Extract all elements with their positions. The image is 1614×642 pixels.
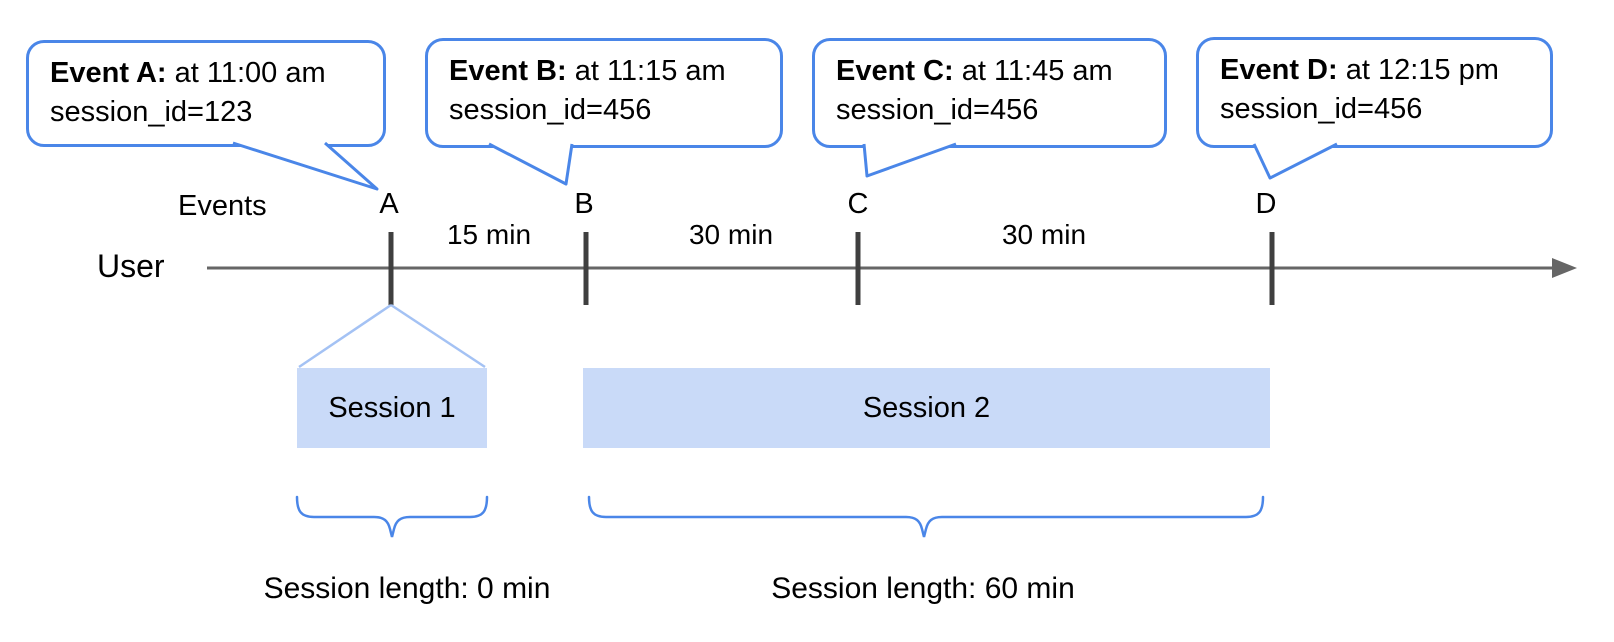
event-a-line1: Event A: at 11:00 am [50, 54, 373, 93]
event-b-line1: Event B: at 11:15 am [449, 52, 770, 91]
event-c-time: at 11:45 am [953, 55, 1113, 87]
event-b-name: Event B: [449, 55, 567, 87]
interval-b-c-label: 30 min [688, 219, 774, 250]
event-b-callout: Event B: at 11:15 am session_id=456 [425, 38, 783, 148]
user-row-label: User [97, 248, 165, 284]
event-b-session-id: session_id=456 [449, 94, 652, 126]
events-row-label: Events [178, 190, 267, 222]
event-c-line1: Event C: at 11:45 am [836, 52, 1154, 91]
event-marker-d: D [1255, 188, 1277, 220]
event-a-name: Event A: [50, 57, 167, 89]
session-1-label: Session 1 [328, 391, 456, 424]
session-1-length-label: Session length: 0 min [263, 572, 551, 605]
event-c-callout-tail [862, 142, 957, 178]
session-2-length-label: Session length: 60 min [771, 572, 1075, 605]
session-2-label: Session 2 [862, 391, 991, 424]
event-a-session-id: session_id=123 [50, 96, 253, 128]
event-d-name: Event D: [1220, 54, 1338, 86]
event-marker-b: B [574, 188, 594, 220]
event-marker-c: C [847, 188, 869, 220]
session-1-funnel-left-line [298, 303, 392, 369]
event-b-time: at 11:15 am [566, 55, 726, 87]
interval-c-d-label: 30 min [1001, 219, 1087, 250]
session-1-brace [295, 495, 489, 538]
session-2-brace [587, 495, 1265, 538]
event-d-time: at 12:15 pm [1337, 54, 1499, 86]
event-a-time: at 11:00 am [166, 57, 326, 89]
event-a-callout: Event A: at 11:00 am session_id=123 [26, 40, 386, 147]
event-c-name: Event C: [836, 55, 954, 87]
session-1-box: Session 1 [297, 368, 487, 448]
event-c-callout: Event C: at 11:45 am session_id=456 [812, 38, 1167, 148]
event-d-callout: Event D: at 12:15 pm session_id=456 [1196, 37, 1553, 148]
session-2-box: Session 2 [583, 368, 1270, 448]
event-d-session-id: session_id=456 [1220, 93, 1423, 125]
event-d-line1: Event D: at 12:15 pm [1220, 51, 1540, 90]
interval-a-b-label: 15 min [446, 219, 532, 250]
event-b-callout-tail [488, 142, 574, 186]
timeline-arrowhead-icon [1552, 258, 1577, 278]
session-1-funnel-right-line [390, 303, 486, 369]
event-a-callout-tail [232, 141, 379, 191]
event-c-session-id: session_id=456 [836, 94, 1039, 126]
event-marker-a: A [379, 188, 399, 220]
event-d-callout-tail [1252, 142, 1338, 180]
